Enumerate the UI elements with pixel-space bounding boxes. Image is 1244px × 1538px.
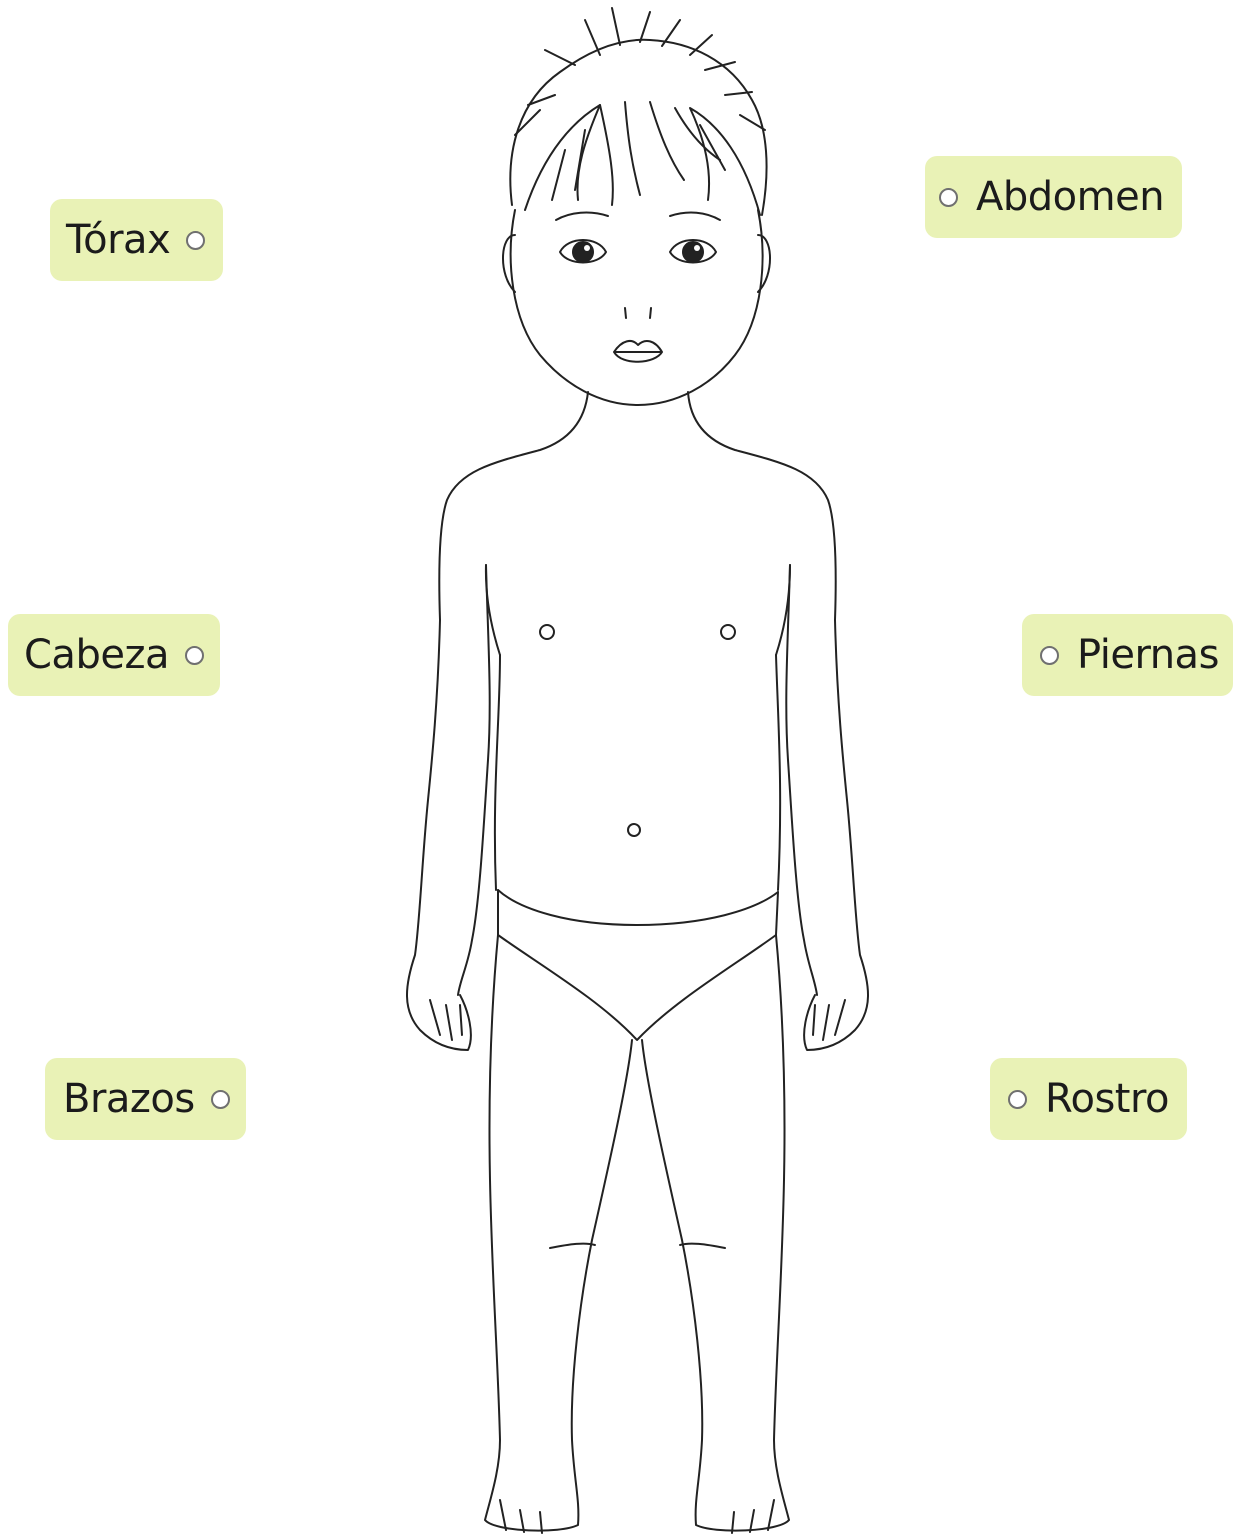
label-abdomen-text: Abdomen — [976, 174, 1164, 220]
label-rostro[interactable]: Rostro — [990, 1058, 1187, 1140]
label-piernas-text: Piernas — [1077, 632, 1219, 678]
label-piernas[interactable]: Piernas — [1022, 614, 1233, 696]
radio-piernas[interactable] — [1040, 646, 1059, 665]
label-cabeza[interactable]: Cabeza — [8, 614, 220, 696]
label-cabeza-text: Cabeza — [24, 632, 169, 678]
label-brazos[interactable]: Brazos — [45, 1058, 246, 1140]
label-abdomen[interactable]: Abdomen — [925, 156, 1182, 238]
label-rostro-text: Rostro — [1045, 1076, 1169, 1122]
eyes — [560, 240, 716, 263]
radio-torax[interactable] — [186, 231, 205, 250]
label-brazos-text: Brazos — [63, 1076, 195, 1122]
underwear — [498, 890, 778, 1040]
arms — [407, 565, 868, 1050]
hair — [510, 8, 766, 215]
face-outline — [511, 210, 763, 405]
legs — [485, 935, 789, 1533]
torso — [486, 565, 790, 890]
radio-abdomen[interactable] — [939, 188, 958, 207]
label-torax-text: Tórax — [66, 217, 170, 263]
radio-brazos[interactable] — [211, 1090, 230, 1109]
label-torax[interactable]: Tórax — [50, 199, 223, 281]
mouth — [614, 341, 662, 362]
radio-cabeza[interactable] — [185, 646, 204, 665]
radio-rostro[interactable] — [1008, 1090, 1027, 1109]
